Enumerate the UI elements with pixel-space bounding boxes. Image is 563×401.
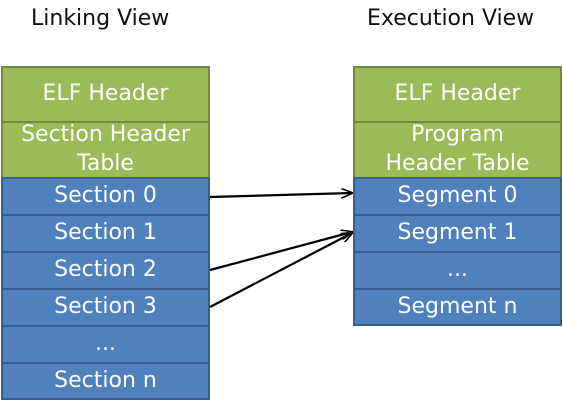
linking-elf-header-label: ELF Header — [42, 81, 169, 107]
segment-ellipsis-label: ... — [447, 257, 468, 283]
section-ellipsis: ... — [1, 325, 210, 364]
section-2-label: Section 2 — [54, 257, 157, 283]
execution-elf-header-label: ELF Header — [394, 81, 521, 107]
execution-elf-header: ELF Header — [353, 66, 562, 123]
linking-elf-header: ELF Header — [1, 66, 210, 123]
section-0-label: Section 0 — [54, 183, 157, 209]
section-n: Section n — [1, 362, 210, 400]
section-2: Section 2 — [1, 251, 210, 290]
segment-n: Segment n — [353, 288, 562, 326]
execution-view-column: ELF Header Program Header Table Segment … — [353, 66, 562, 326]
section-header-table-label: Section Header Table — [21, 122, 190, 176]
section-3-label: Section 3 — [54, 294, 157, 320]
program-header-table-label: Program Header Table — [385, 122, 530, 176]
arrow-section2-to-segment1 — [209, 232, 352, 272]
linking-view-column: ELF Header Section Header Table Section … — [1, 66, 210, 400]
segment-1-label: Segment 1 — [397, 220, 518, 246]
section-header-table: Section Header Table — [1, 121, 210, 179]
section-0: Section 0 — [1, 177, 210, 216]
section-ellipsis-label: ... — [95, 331, 116, 357]
execution-view-title: Execution View — [367, 6, 535, 31]
linking-view-title: Linking View — [31, 6, 170, 31]
section-1: Section 1 — [1, 214, 210, 253]
segment-0-label: Segment 0 — [397, 183, 518, 209]
arrow-section3-to-segment1 — [209, 233, 352, 308]
segment-ellipsis: ... — [353, 251, 562, 290]
section-n-label: Section n — [54, 367, 157, 393]
segment-1: Segment 1 — [353, 214, 562, 253]
section-1-label: Section 1 — [54, 220, 157, 246]
section-3: Section 3 — [1, 288, 210, 327]
arrow-section0-to-segment0 — [209, 193, 352, 197]
segment-n-label: Segment n — [397, 293, 518, 319]
segment-0: Segment 0 — [353, 177, 562, 216]
program-header-table: Program Header Table — [353, 121, 562, 179]
